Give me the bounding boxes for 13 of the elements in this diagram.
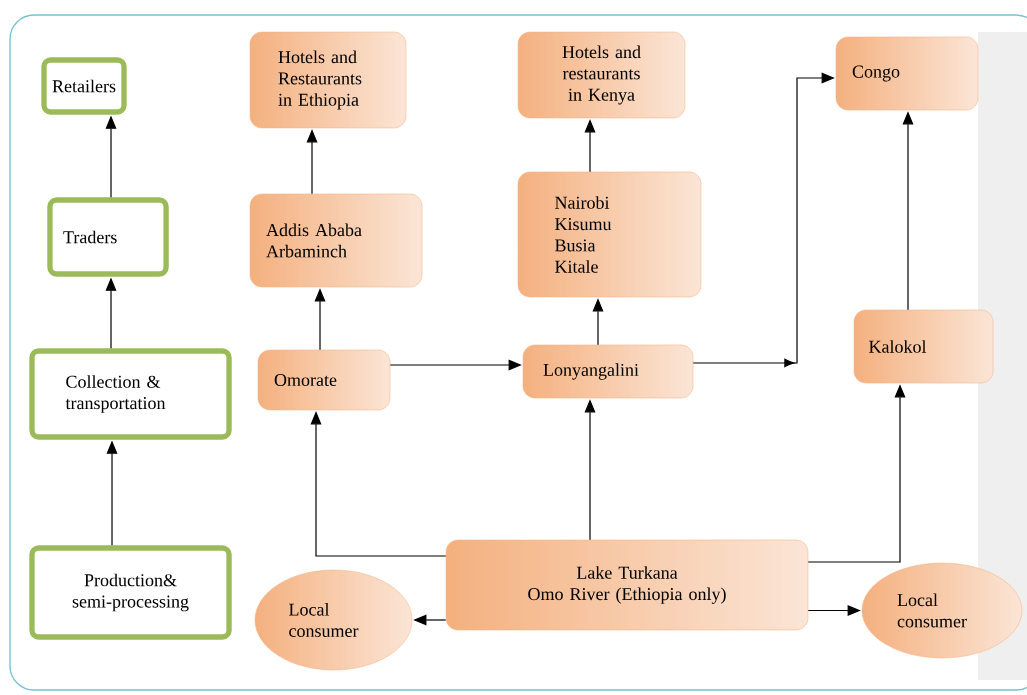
location-box: Kalokol xyxy=(853,309,994,384)
location-box: Congo xyxy=(835,36,979,111)
process-box: Production& semi-processing xyxy=(29,545,232,640)
location-box: Addis Ababa Arbaminch xyxy=(249,193,423,288)
source-box: Lake Turkana Omo River (Ethiopia only) xyxy=(445,539,809,631)
location-box: Nairobi Kisumu Busia Kitale xyxy=(517,171,702,298)
location-box: Hotels and Restaurants in Ethiopia xyxy=(249,31,407,129)
process-box: Traders xyxy=(47,197,169,277)
location-box: Lonyangalini xyxy=(522,344,694,399)
process-box: Collection & transportation xyxy=(29,348,232,440)
location-box: Omorate xyxy=(257,349,391,411)
location-box: Hotels and restaurants in Kenya xyxy=(517,31,686,119)
process-box: Retailers xyxy=(41,57,127,115)
